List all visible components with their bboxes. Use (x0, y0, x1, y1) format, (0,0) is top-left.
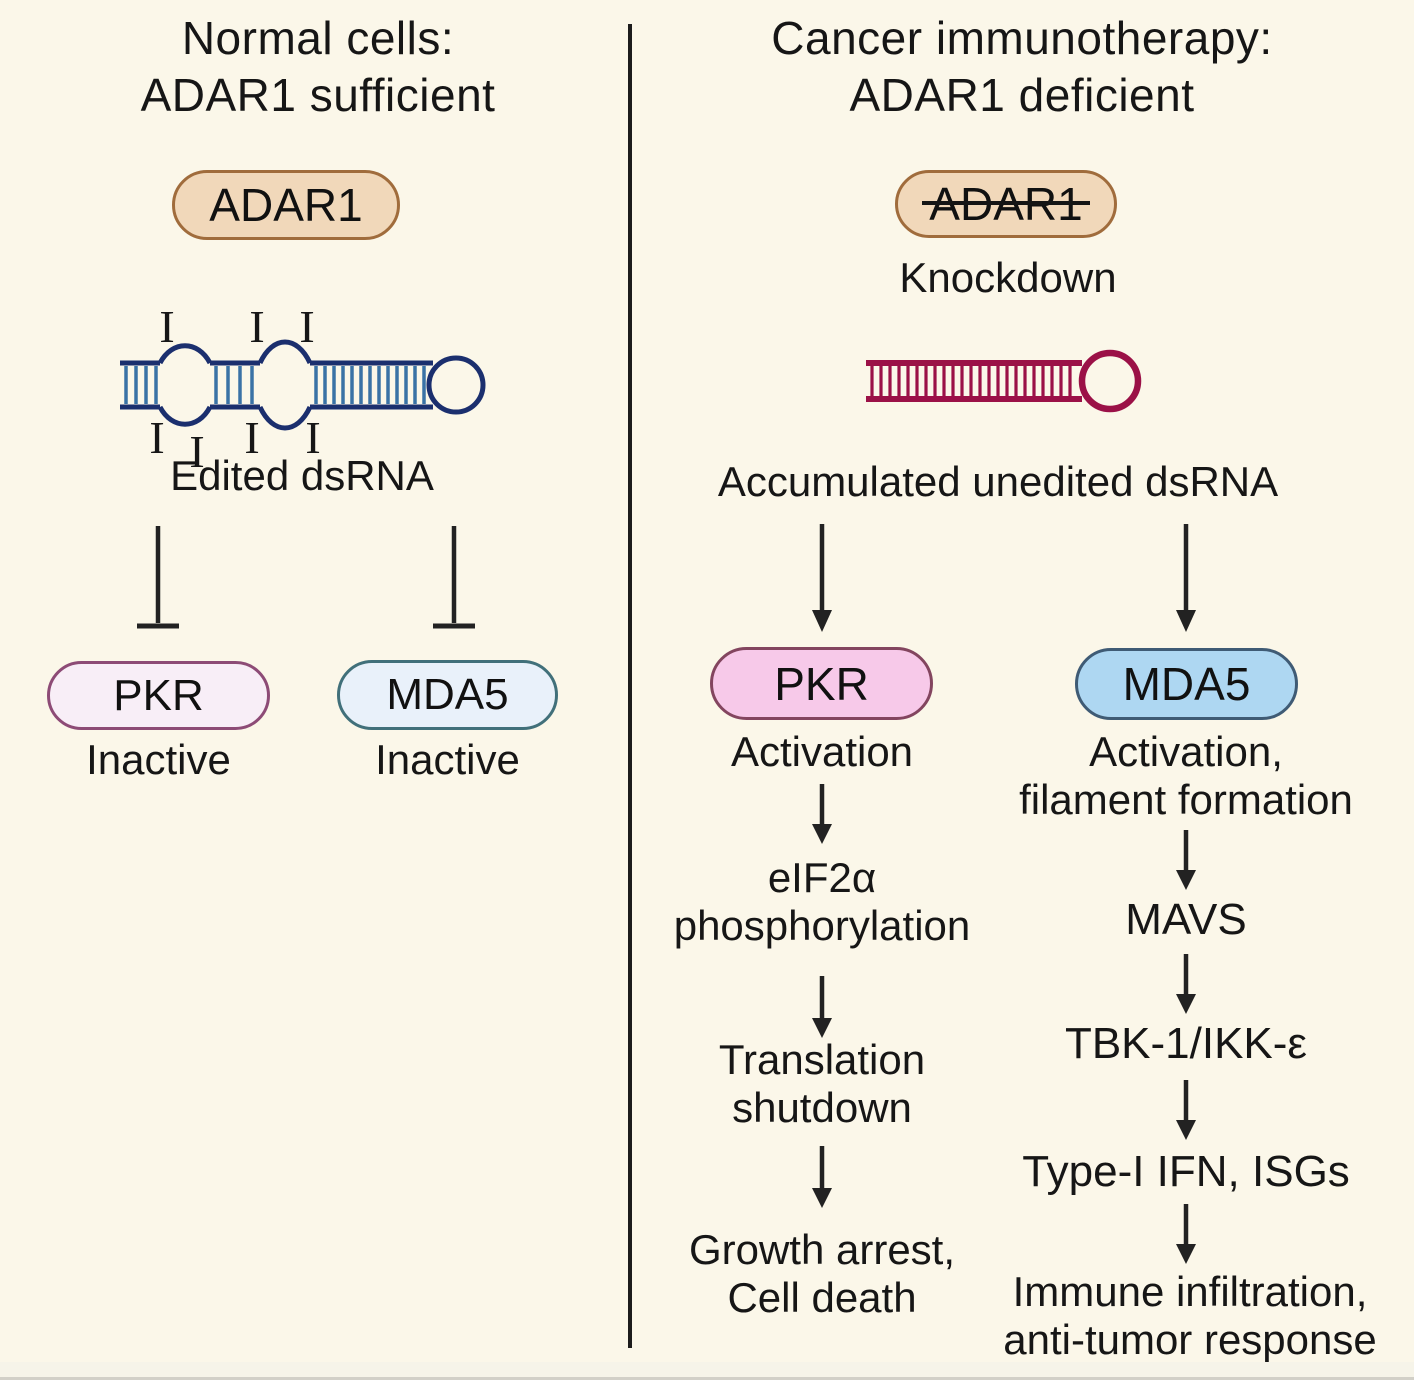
arrow-down-icon (1176, 1080, 1196, 1140)
edited-dsrna-icon (120, 339, 486, 431)
strikethrough-line (922, 201, 1090, 205)
mda5-label-right: MDA5 (1122, 658, 1251, 710)
arrow-down-icon (1176, 1204, 1196, 1264)
adar1-node-left: ADAR1 (172, 170, 400, 240)
eif2a-phosphorylation-caption: eIF2α phosphorylation (673, 854, 971, 949)
growth-arrest-caption: Growth arrest, Cell death (688, 1226, 956, 1321)
pkr-activation-caption: Activation (730, 728, 914, 775)
bottom-edge-line (0, 1377, 1414, 1380)
panel-divider (628, 24, 632, 1348)
tbk1-ikke-caption: TBK-1/IKK-ε (1064, 1019, 1308, 1068)
pkr-node-right: PKR (710, 647, 933, 720)
arrow-down-icon (812, 976, 832, 1038)
immune-infiltration-caption: Immune infiltration, anti-tumor response (1003, 1268, 1377, 1363)
arrow-down-icon (1176, 830, 1196, 890)
pkr-status-left: Inactive (86, 736, 231, 783)
arrow-down-icon (812, 784, 832, 844)
translation-shutdown-caption: Translation shutdown (718, 1036, 926, 1131)
inosine-mark: I (299, 301, 315, 352)
pkr-label-left: PKR (113, 670, 204, 720)
pkr-node-left: PKR (47, 661, 270, 730)
inosine-mark: I (249, 301, 265, 352)
knockdown-caption: Knockdown (899, 254, 1117, 301)
mda5-status-left: Inactive (375, 736, 520, 783)
right-panel-title: Cancer immunotherapy: ADAR1 deficient (771, 12, 1273, 121)
mda5-node-left: MDA5 (337, 660, 558, 730)
inosine-mark: I (189, 426, 205, 477)
pkr-label-right: PKR (774, 657, 869, 710)
mavs-caption: MAVS (1125, 895, 1247, 944)
mda5-label-left: MDA5 (386, 670, 509, 719)
inosine-mark: I (159, 301, 175, 352)
inosine-mark: I (244, 412, 260, 463)
inhibition-tbar-pkr-icon (137, 526, 179, 629)
unedited-dsrna-caption: Accumulated unedited dsRNA (717, 458, 1279, 505)
arrow-down-icon (1176, 954, 1196, 1014)
bottom-strip (0, 1362, 1414, 1380)
inosine-mark: I (149, 412, 165, 463)
arrow-down-to-pkr-icon (812, 524, 832, 632)
arrow-down-to-mda5-icon (1176, 524, 1196, 632)
mda5-activation-caption: Activation, filament formation (1019, 728, 1353, 823)
edited-dsrna-caption: Edited dsRNA (170, 452, 434, 499)
adar1-label-left: ADAR1 (209, 179, 363, 231)
type1-ifn-caption: Type-I IFN, ISGs (1022, 1147, 1350, 1196)
mda5-node-right: MDA5 (1075, 648, 1298, 720)
inosine-mark: I (305, 412, 321, 463)
inhibition-tbar-mda5-icon (433, 526, 475, 629)
unedited-dsrna-icon (866, 349, 1142, 413)
arrow-down-icon (812, 1146, 832, 1208)
left-panel-title: Normal cells: ADAR1 sufficient (140, 12, 496, 121)
